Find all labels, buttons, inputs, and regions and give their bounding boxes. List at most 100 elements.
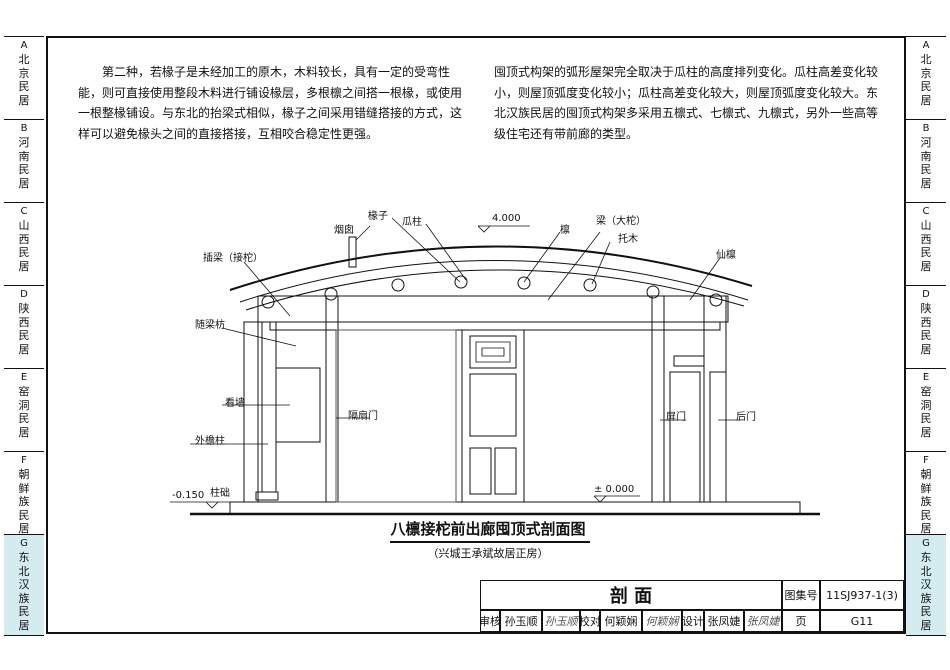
label-rafter: 椽子 bbox=[368, 211, 388, 222]
index-tab-g[interactable]: G 东北汉族民居 bbox=[906, 535, 946, 636]
index-tab-letter: B bbox=[922, 123, 930, 134]
left-text-column: 第二种，若椽子是未经加工的原木，木料较长，具有一定的受弯性能，则可直接使用整段木… bbox=[78, 62, 466, 144]
label-elev-zero: ± 0.000 bbox=[594, 484, 635, 495]
roof-rafter-arc bbox=[245, 269, 745, 311]
index-tab-b[interactable]: B 河南民居 bbox=[906, 120, 946, 203]
check-label: 校对 bbox=[580, 610, 600, 632]
figure-title: 八檩接柁前出廊囤顶式剖面图 bbox=[390, 520, 586, 538]
index-tab-name: 河南民居 bbox=[920, 136, 932, 190]
index-tab-e[interactable]: E 窑洞民居 bbox=[906, 369, 946, 452]
purlins bbox=[261, 275, 723, 309]
outer-eave-column bbox=[261, 321, 277, 493]
designer-name: 张凤婕 bbox=[704, 610, 744, 632]
index-tab-name: 东北汉族民居 bbox=[18, 551, 30, 632]
label-purlin: 檩 bbox=[560, 225, 570, 236]
index-tab-letter: A bbox=[922, 40, 930, 51]
floor-slab bbox=[229, 501, 801, 514]
index-tab-name: 朝鲜族民居 bbox=[18, 468, 30, 535]
label-tie-beam: 随梁枋 bbox=[195, 320, 225, 331]
label-back-door: 后门 bbox=[736, 412, 756, 423]
designer-signature: 张凤婕 bbox=[744, 610, 782, 632]
index-tab-letter: A bbox=[20, 40, 28, 51]
design-label: 设计 bbox=[682, 610, 704, 632]
index-tab-name: 北京民居 bbox=[18, 53, 30, 107]
leader-lines bbox=[190, 217, 740, 445]
label-melon-post: 瓜柱 bbox=[402, 217, 422, 228]
elevation-markers bbox=[170, 225, 640, 509]
label-column-base: 柱础 bbox=[210, 488, 230, 499]
index-tab-e[interactable]: E 窑洞民居 bbox=[4, 369, 44, 452]
label-bracket: 托木 bbox=[618, 234, 638, 245]
index-tab-name: 陕西民居 bbox=[920, 302, 932, 356]
index-tab-letter: D bbox=[922, 289, 930, 300]
index-tab-g[interactable]: G 东北汉族民居 bbox=[4, 535, 44, 636]
index-tab-name: 北京民居 bbox=[920, 53, 932, 107]
label-elev-low: -0.150 bbox=[172, 490, 205, 501]
figure-title-underline bbox=[390, 541, 590, 543]
label-eave-column: 外檐柱 bbox=[195, 436, 225, 447]
left-index-tabs: A 北京民居 B 河南民居 C 山西民居 D 陕西民居 E 窑洞民居 F 朝鲜族民居 G 东北汉族民居 bbox=[4, 36, 44, 636]
index-tab-letter: F bbox=[923, 455, 929, 466]
review-label: 审核 bbox=[480, 610, 500, 632]
screen-door bbox=[669, 371, 701, 503]
index-tab-letter: F bbox=[21, 455, 27, 466]
label-chimney: 烟囱 bbox=[334, 225, 354, 236]
page-number: G11 bbox=[820, 610, 904, 632]
label-fairy-purlin: 仙檩 bbox=[716, 250, 736, 261]
index-tab-name: 山西民居 bbox=[18, 219, 30, 273]
label-beam: 梁（大柁） bbox=[596, 216, 646, 227]
front-column bbox=[325, 295, 339, 503]
index-tab-a[interactable]: A 北京民居 bbox=[4, 37, 44, 120]
right-text-column: 囤顶式构架的弧形屋架完全取决于瓜柱的高度排列变化。瓜柱高差变化较小，则屋顶弧度变… bbox=[494, 62, 882, 144]
checker-signature: 何颖娴 bbox=[642, 610, 682, 632]
front-wall-stub bbox=[243, 321, 259, 503]
right-paragraph: 囤顶式构架的弧形屋架完全取决于瓜柱的高度排列变化。瓜柱高差变化较小，则屋顶弧度变… bbox=[494, 65, 879, 141]
page-label: 页 bbox=[782, 610, 820, 632]
atlas-label: 图集号 bbox=[782, 580, 820, 610]
central-door bbox=[461, 329, 525, 503]
label-partition-door: 隔扇门 bbox=[348, 411, 378, 422]
index-tab-d[interactable]: D 陕西民居 bbox=[4, 286, 44, 369]
index-tab-d[interactable]: D 陕西民居 bbox=[906, 286, 946, 369]
index-tab-f[interactable]: F 朝鲜族民居 bbox=[4, 452, 44, 535]
index-tab-letter: B bbox=[20, 123, 28, 134]
index-tab-c[interactable]: C 山西民居 bbox=[906, 203, 946, 286]
index-tab-a[interactable]: A 北京民居 bbox=[906, 37, 946, 120]
index-tab-letter: E bbox=[20, 372, 28, 383]
index-tab-name: 河南民居 bbox=[18, 136, 30, 190]
index-tab-letter: G bbox=[20, 538, 28, 549]
index-tab-name: 陕西民居 bbox=[18, 302, 30, 356]
rear-column bbox=[651, 295, 665, 503]
label-plug-beam: 插梁（接柁） bbox=[203, 253, 263, 264]
label-wall: 看墙 bbox=[225, 398, 245, 409]
interior-wall bbox=[335, 329, 457, 503]
lattice-panel bbox=[469, 335, 517, 369]
roof-inner-arc bbox=[239, 260, 749, 303]
chimney bbox=[348, 236, 357, 268]
index-tab-name: 朝鲜族民居 bbox=[920, 468, 932, 535]
reviewer-name: 孙玉顺 bbox=[500, 610, 542, 632]
index-tab-name: 窑洞民居 bbox=[18, 385, 30, 439]
index-tab-name: 窑洞民居 bbox=[920, 385, 932, 439]
reviewer-signature: 孙玉顺 bbox=[542, 610, 580, 632]
title-block: 剖 面 图集号 11SJ937-1(3) 审核 孙玉顺 孙玉顺 校对 何颖娴 何… bbox=[480, 580, 904, 632]
left-paragraph: 第二种，若椽子是未经加工的原木，木料较长，具有一定的受弯性能，则可直接使用整段木… bbox=[78, 65, 463, 141]
index-tab-name: 东北汉族民居 bbox=[920, 551, 932, 632]
index-tab-letter: C bbox=[922, 206, 930, 217]
label-screen-door: 屏门 bbox=[666, 412, 686, 423]
rear-wall bbox=[703, 295, 727, 503]
index-tab-name: 山西民居 bbox=[920, 219, 932, 273]
back-door bbox=[709, 371, 727, 503]
index-tab-letter: D bbox=[20, 289, 28, 300]
drawing-frame bbox=[46, 36, 906, 634]
label-elev-top: 4.000 bbox=[492, 213, 521, 224]
index-tab-c[interactable]: C 山西民居 bbox=[4, 203, 44, 286]
index-tab-f[interactable]: F 朝鲜族民居 bbox=[906, 452, 946, 535]
index-tab-letter: C bbox=[20, 206, 28, 217]
index-tab-letter: E bbox=[922, 372, 930, 383]
right-index-tabs: A 北京民居 B 河南民居 C 山西民居 D 陕西民居 E 窑洞民居 F 朝鲜族民居 G 东北汉族民居 bbox=[906, 36, 946, 636]
column-base bbox=[255, 491, 279, 501]
index-tab-b[interactable]: B 河南民居 bbox=[4, 120, 44, 203]
index-tab-letter: G bbox=[922, 538, 930, 549]
